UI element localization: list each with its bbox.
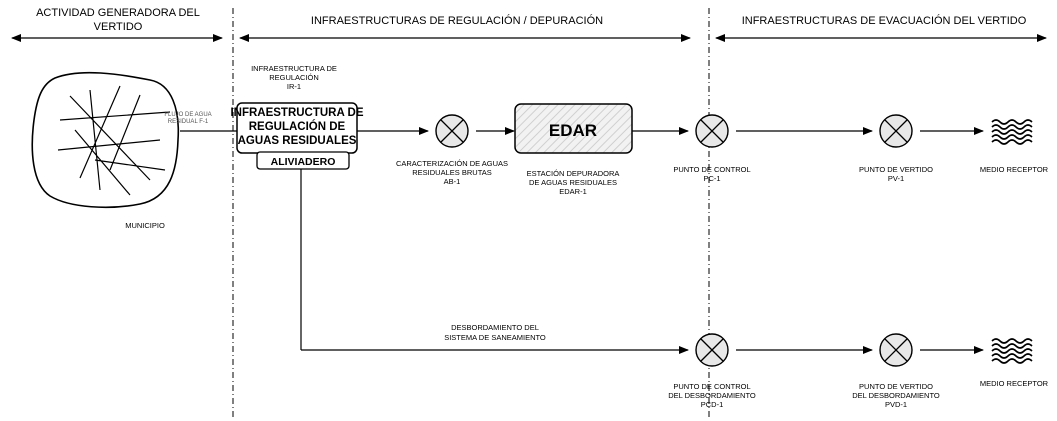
- aliviadero-box: [256, 151, 350, 170]
- ir-box-line3: AGUAS RESIDUALES: [238, 135, 357, 147]
- pc-label-line1: PUNTO DE CONTROL: [673, 165, 750, 174]
- pvd-label-line2: DEL DESBORDAMIENTO: [852, 391, 940, 400]
- wave-icon: [991, 338, 1033, 364]
- pv-node-icon: [879, 114, 913, 148]
- ab-label-line2: RESIDUALES BRUTAS: [412, 168, 491, 177]
- edar-label-line3: EDAR-1: [559, 187, 587, 196]
- ab-label-line1: CARACTERIZACIÓN DE AGUAS: [396, 159, 508, 168]
- pc-label-line2: PC-1: [703, 174, 720, 183]
- medio-receptor-2-label: MEDIO RECEPTOR: [980, 379, 1049, 388]
- edar-box: [514, 103, 633, 154]
- pcd-node-icon: [695, 333, 729, 367]
- ir-box-line2: REGULACIÓN DE: [249, 120, 346, 133]
- aliviadero-label: ALIVIADERO: [271, 156, 336, 168]
- pvd-label-line1: PUNTO DE VERTIDO: [859, 382, 933, 391]
- pv-label-line1: PUNTO DE VERTIDO: [859, 165, 933, 174]
- pcd-label-line2: DEL DESBORDAMIENTO: [668, 391, 756, 400]
- edar-label-line1: ESTACIÓN DEPURADORA: [527, 169, 620, 178]
- ab-label-line3: AB-1: [444, 177, 461, 186]
- ir-caption-line2: REGULACIÓN: [269, 73, 319, 82]
- header-actividad-line1: ACTIVIDAD GENERADORA DEL: [36, 7, 200, 19]
- pcd-label-line3: PCD-1: [701, 400, 724, 409]
- desbordamiento-label-line2: SISTEMA DE SANEAMIENTO: [444, 333, 546, 342]
- desbordamiento-label-line1: DESBORDAMIENTO DEL: [451, 323, 539, 332]
- ir-caption-line3: IR-1: [287, 82, 301, 91]
- edar-box-label: EDAR: [549, 121, 597, 140]
- wave-icon: [991, 119, 1033, 145]
- pv-label-line2: PV-1: [888, 174, 904, 183]
- header-evacuacion: INFRAESTRUCTURAS DE EVACUACIÓN DEL VERTI…: [742, 14, 1027, 27]
- header-regulacion: INFRAESTRUCTURAS DE REGULACIÓN / DEPURAC…: [311, 14, 603, 27]
- pc-node-icon: [695, 114, 729, 148]
- municipio-icon: [31, 71, 180, 209]
- ir-box-line1: INFRAESTRUCTURA DE: [230, 107, 363, 119]
- flujo-label-line2: RESIDUAL F-1: [168, 119, 209, 125]
- municipio-label: MUNICIPIO: [125, 221, 165, 230]
- ab-node-icon: [435, 114, 469, 148]
- pvd-label-line3: PVD-1: [885, 400, 907, 409]
- pcd-label-line1: PUNTO DE CONTROL: [673, 382, 750, 391]
- medio-receptor-1-label: MEDIO RECEPTOR: [980, 165, 1049, 174]
- pvd-node-icon: [879, 333, 913, 367]
- header-actividad-line2: VERTIDO: [94, 21, 143, 33]
- edar-label-line2: DE AGUAS RESIDUALES: [529, 178, 617, 187]
- flujo-label-line1: FLUJO DE AGUA: [164, 112, 211, 118]
- ir-caption-line1: INFRAESTRUCTURA DE: [251, 64, 337, 73]
